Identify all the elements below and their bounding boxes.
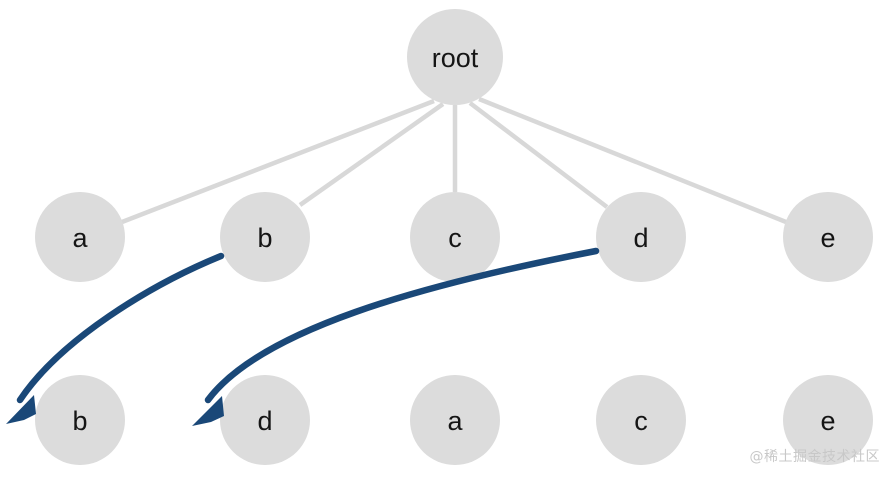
node-row3-a-circle[interactable]	[410, 375, 500, 465]
node-row2-a[interactable]: a	[35, 192, 125, 282]
node-row2-a-circle[interactable]	[35, 192, 125, 282]
node-row3-b[interactable]: b	[35, 375, 125, 465]
swap-arrow-b-path	[16, 252, 225, 404]
node-row3-c[interactable]: c	[596, 375, 686, 465]
node-row3-c-circle[interactable]	[596, 375, 686, 465]
edge-root-a	[121, 98, 435, 225]
node-root-label: root	[432, 43, 479, 73]
edge-root-d	[468, 101, 609, 209]
node-row2-d[interactable]: d	[596, 192, 686, 282]
node-row2-d-label: d	[633, 223, 648, 253]
node-row2-e-circle[interactable]	[783, 192, 873, 282]
swap-arrow-d	[192, 247, 600, 426]
node-row3-e-circle[interactable]	[783, 375, 873, 465]
node-row3-d-circle[interactable]	[220, 375, 310, 465]
node-row3-c-label: c	[634, 406, 648, 436]
node-root[interactable]: root	[407, 9, 503, 105]
node-root-circle[interactable]	[407, 9, 503, 105]
swap-arrow-b-head	[6, 395, 36, 424]
node-row2-d-circle[interactable]	[596, 192, 686, 282]
node-row2-c[interactable]: c	[410, 192, 500, 282]
node-row3-a-label: a	[447, 406, 463, 436]
watermark: @稀土掘金技术社区	[749, 449, 880, 465]
node-row3-b-label: b	[72, 406, 87, 436]
node-row2-b[interactable]: b	[220, 192, 310, 282]
node-row3-e[interactable]: e	[783, 375, 873, 465]
node-row2-b-label: b	[257, 223, 272, 253]
edge-root-e	[478, 96, 787, 225]
node-row3-d-label: d	[257, 406, 272, 436]
node-row3-a[interactable]: a	[410, 375, 500, 465]
node-row3-d[interactable]: d	[220, 375, 310, 465]
node-row2-c-circle[interactable]	[410, 192, 500, 282]
swap-arrow-d-head	[192, 396, 224, 426]
node-row2-e-label: e	[820, 223, 835, 253]
edge-root-b	[298, 102, 445, 207]
tree-edges	[121, 96, 787, 225]
node-row3-b-circle[interactable]	[35, 375, 125, 465]
node-row2-a-label: a	[72, 223, 88, 253]
swap-arrow-d-path	[204, 247, 600, 404]
node-row2-c-label: c	[448, 223, 462, 253]
node-row3-e-label: e	[820, 406, 835, 436]
node-row2-e[interactable]: e	[783, 192, 873, 282]
swap-arrow-b	[6, 252, 225, 424]
node-row2-b-circle[interactable]	[220, 192, 310, 282]
